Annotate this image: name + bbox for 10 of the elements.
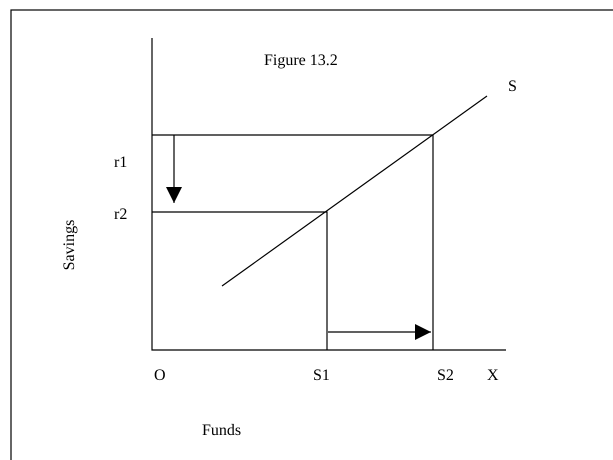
axis-value-label: r1 — [114, 155, 128, 171]
axis-label: X — [487, 368, 499, 384]
curve-label: S — [508, 79, 517, 95]
figure-title: Figure 13.2 — [264, 53, 338, 69]
axis-label: Savings — [62, 220, 78, 270]
axis-label: Funds — [202, 423, 242, 439]
axis-value-label: S1 — [313, 368, 330, 384]
axis-value-label: O — [154, 368, 166, 384]
axis-value-label: S2 — [437, 368, 454, 384]
axis-value-label: r2 — [114, 207, 128, 223]
